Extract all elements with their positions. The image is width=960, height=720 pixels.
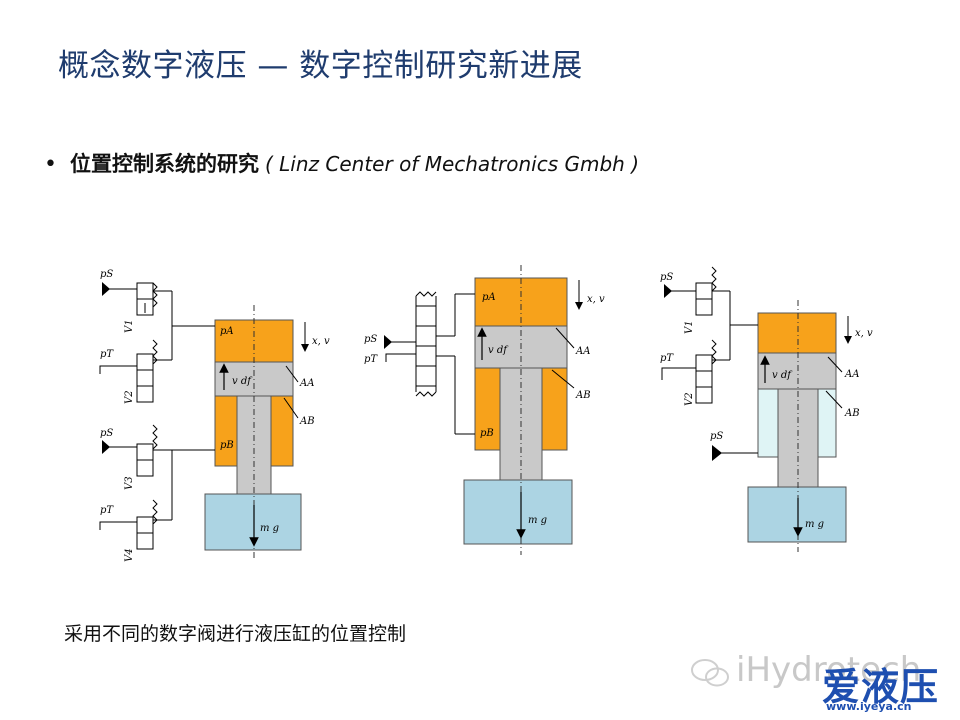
label-aa: AA: [575, 346, 590, 357]
label-pa: pA: [220, 326, 234, 337]
label-mg: m g: [528, 515, 547, 526]
label-v3: V3: [124, 476, 135, 490]
label-xv: x, v: [587, 294, 605, 305]
bullet-dot-icon: •: [44, 152, 57, 177]
label-v1: V1: [684, 320, 695, 334]
label-pa: pA: [482, 292, 496, 303]
bullet-heading: 位置控制系统的研究: [70, 152, 259, 176]
label-vdf: v df: [232, 376, 253, 387]
label-vdf: v df: [772, 370, 793, 381]
diagram-1: pA pB v df x, v m g AA AB: [99, 269, 330, 562]
label-pb: pB: [480, 428, 494, 439]
label-pb: pB: [220, 440, 234, 451]
valve-v1: [136, 282, 158, 316]
label-mg: m g: [260, 523, 279, 534]
label-v2: V2: [684, 392, 695, 406]
load-mass: [463, 479, 573, 545]
load-mass: [747, 486, 847, 543]
label-v2: V2: [124, 390, 135, 404]
wechat-icon: [691, 659, 729, 687]
piston: [757, 352, 837, 390]
label-aa: AA: [299, 378, 314, 389]
bullet-item: • 位置控制系统的研究( Linz Center of Mechatronics …: [44, 148, 639, 178]
figure-caption: 采用不同的数字阀进行液压缸的位置控制: [64, 623, 407, 645]
label-ab: AB: [844, 408, 860, 419]
label-ab: AB: [299, 416, 315, 427]
watermark-brand: iHydrotech: [736, 650, 922, 690]
label-xv: x, v: [855, 328, 873, 339]
label-pt-2: pT: [100, 505, 114, 516]
diagram-2: pA pB v df x, v m g AA AB pS pT: [364, 265, 605, 555]
label-v1: V1: [124, 319, 135, 333]
bullet-source: ( Linz Center of Mechatronics Gmbh ): [265, 152, 640, 176]
valve-v2: [136, 339, 158, 403]
label-pt-1: pT: [100, 349, 114, 360]
label-ps-2: pS: [710, 431, 723, 442]
label-v4: V4: [124, 548, 135, 562]
diagram-3: v df x, v m g AA AB pS pT pS V1 V2: [660, 266, 873, 552]
label-pt: pT: [660, 353, 674, 364]
label-vdf: v df: [488, 345, 509, 356]
valve-v2: [695, 339, 717, 404]
watermark-url: www.iyeya.cn: [826, 700, 912, 713]
label-ab: AB: [575, 390, 591, 401]
label-ps-1: pS: [100, 269, 113, 280]
label-aa: AA: [844, 369, 859, 380]
watermark-logo: 爱液压: [822, 665, 940, 709]
label-pt: pT: [364, 354, 378, 365]
valve-v4: [136, 499, 158, 550]
label-ps-2: pS: [100, 428, 113, 439]
label-ps-1: pS: [660, 272, 673, 283]
slide-title: 概念数字液压 — 数字控制研究新进展: [58, 48, 583, 84]
label-xv: x, v: [312, 336, 330, 347]
load-mass: [204, 493, 302, 551]
label-ps: pS: [364, 334, 377, 345]
valve-v3: [136, 424, 158, 477]
label-mg: m g: [805, 519, 824, 530]
chamber-a: [757, 312, 837, 354]
multi-valve: [384, 291, 475, 435]
